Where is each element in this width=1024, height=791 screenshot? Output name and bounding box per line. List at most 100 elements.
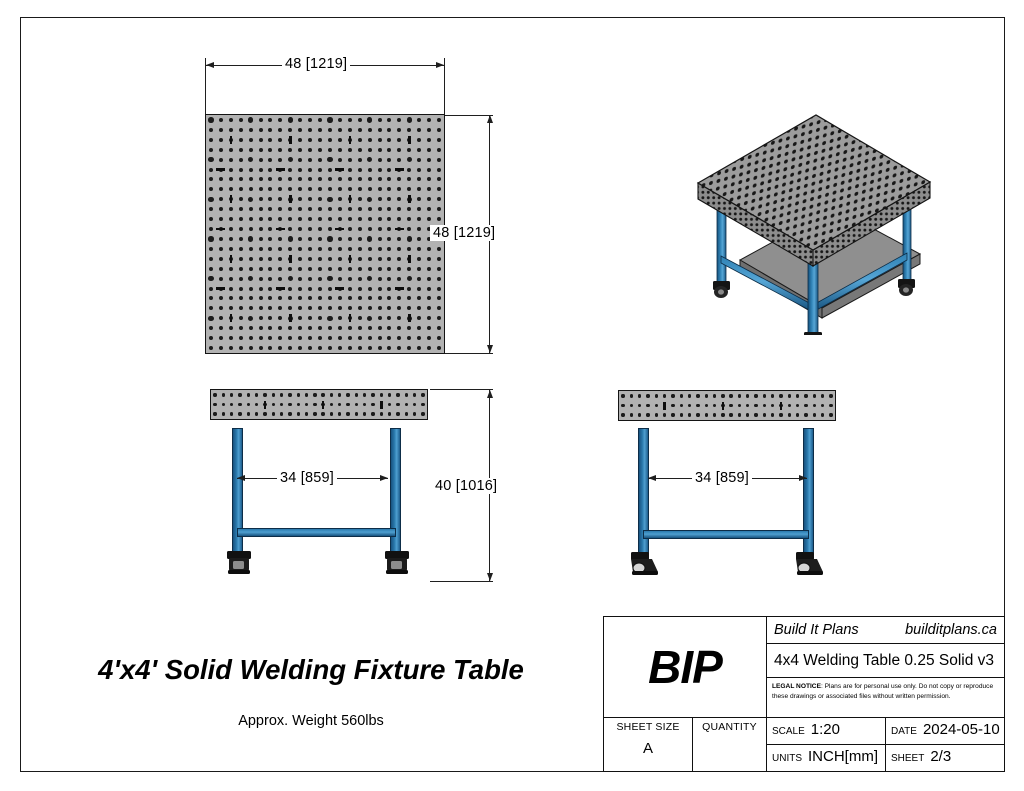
hole <box>258 316 263 321</box>
hole <box>397 346 402 351</box>
hole <box>213 402 217 407</box>
hole <box>208 296 213 301</box>
hole <box>662 394 667 398</box>
hole <box>417 286 422 291</box>
hole <box>288 336 293 341</box>
hole <box>387 117 392 122</box>
hole <box>387 207 392 212</box>
hole <box>327 187 332 192</box>
hole <box>238 346 243 351</box>
hole <box>357 326 362 331</box>
hole <box>427 336 432 341</box>
hole <box>696 394 700 398</box>
hole <box>787 394 791 398</box>
hole <box>387 127 392 132</box>
dimension-label-top-width: 48 [1219] <box>282 56 351 72</box>
hole <box>366 236 373 242</box>
hole <box>247 117 254 123</box>
front-view-top-plate <box>210 389 428 420</box>
registration-slot <box>229 195 233 204</box>
hole <box>387 236 392 241</box>
hole <box>407 217 412 222</box>
hole <box>417 326 422 331</box>
field-date-label: DATE <box>891 726 917 737</box>
hole <box>427 346 432 351</box>
hole <box>313 402 317 407</box>
hole <box>417 207 422 212</box>
hole <box>238 207 243 212</box>
hole <box>387 296 392 301</box>
hole <box>218 266 223 271</box>
hole <box>387 266 392 271</box>
hole <box>238 402 242 407</box>
hole <box>337 316 342 321</box>
hole <box>829 413 833 417</box>
hole <box>367 336 372 341</box>
top-view-plate <box>205 114 445 354</box>
hole <box>407 187 412 192</box>
hole <box>247 236 254 242</box>
hole <box>258 167 263 172</box>
hole <box>417 197 422 202</box>
hole <box>308 266 313 271</box>
hole <box>367 256 372 261</box>
iso-caster-front <box>804 332 822 349</box>
hole <box>437 197 442 202</box>
hole <box>387 137 392 142</box>
hole <box>347 187 352 192</box>
hole <box>238 296 243 301</box>
hole <box>687 413 692 417</box>
hole <box>318 296 323 301</box>
hole <box>254 412 259 416</box>
hole <box>218 236 223 241</box>
hole <box>397 117 402 122</box>
hole <box>327 326 332 331</box>
hole <box>427 236 432 241</box>
hole <box>327 286 332 291</box>
hole <box>347 246 352 251</box>
hole <box>208 196 214 202</box>
hole <box>737 394 742 398</box>
hole <box>321 412 325 416</box>
hole <box>746 394 750 398</box>
hole <box>367 207 372 212</box>
hole <box>754 394 758 398</box>
hole <box>308 217 313 222</box>
hole <box>387 402 392 407</box>
hole <box>258 217 263 222</box>
hole <box>357 187 362 192</box>
registration-slot <box>321 400 325 409</box>
registration-slot <box>408 314 411 323</box>
hole <box>228 236 233 241</box>
hole <box>218 246 223 251</box>
hole <box>327 207 332 212</box>
hole <box>288 346 293 351</box>
hole <box>754 403 758 408</box>
hole <box>397 246 402 251</box>
hole <box>354 412 359 416</box>
hole <box>288 326 293 331</box>
hole <box>357 276 362 281</box>
hole <box>397 147 402 152</box>
hole <box>396 393 400 397</box>
page-subtitle: Approx. Weight 560lbs <box>238 713 384 729</box>
hole <box>318 147 323 152</box>
hole <box>397 127 402 132</box>
hole <box>427 286 432 291</box>
hole <box>278 346 283 351</box>
hole <box>308 246 313 251</box>
hole <box>696 413 700 417</box>
hole <box>288 412 292 416</box>
hole <box>208 207 213 212</box>
registration-slot <box>335 287 345 290</box>
hole <box>629 403 634 408</box>
hole <box>397 336 402 341</box>
hole <box>621 394 625 398</box>
hole <box>321 393 325 397</box>
hole <box>308 256 313 261</box>
hole <box>337 147 342 152</box>
hole <box>327 296 332 301</box>
company-row: Build It Plans builditplans.ca <box>767 617 1004 644</box>
hole <box>248 326 253 331</box>
hole <box>278 177 283 182</box>
